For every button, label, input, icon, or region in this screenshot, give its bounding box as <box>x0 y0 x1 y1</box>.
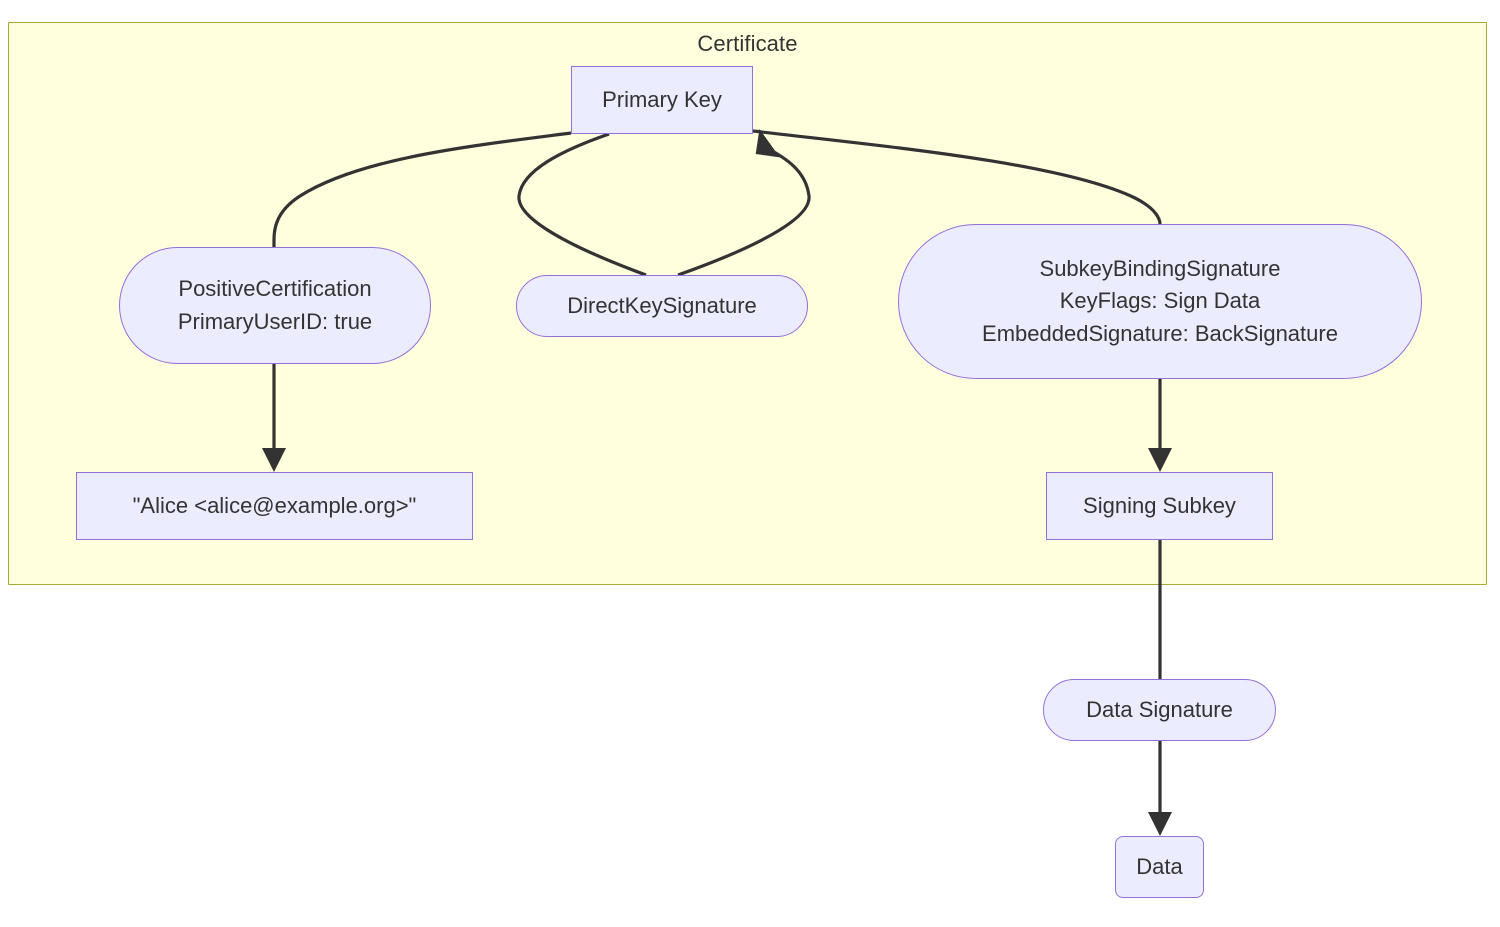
certificate-cluster-title: Certificate <box>697 31 798 56</box>
arrow-head-icon <box>755 128 780 158</box>
signing-subkey-node-label: Signing Subkey <box>1083 492 1236 518</box>
signing-subkey-node[interactable]: Signing Subkey <box>1046 472 1273 540</box>
arrow-head-icon <box>262 448 286 472</box>
edge-data-signature-to-data <box>1148 741 1172 836</box>
edge-primary-key-to-positive-certification <box>272 131 572 248</box>
arrow-head-icon <box>1148 812 1172 836</box>
user-id-node-label: "Alice <alice@example.org>" <box>132 492 417 518</box>
edge-subkey-binding-signature-to-signing-subkey <box>1148 379 1172 472</box>
positive-certification-node-label: PositiveCertification PrimaryUserID: tru… <box>177 275 373 334</box>
edge-primary-key-to-subkey-binding-signature <box>752 129 1162 225</box>
edge-positive-certification-to-user-id <box>262 364 286 472</box>
data-node-label: Data <box>1136 853 1183 879</box>
primary-key-node[interactable]: Primary Key <box>571 66 753 134</box>
data-signature-node-label: Data Signature <box>1086 696 1233 722</box>
data-signature-node[interactable]: Data Signature <box>1043 679 1276 741</box>
direct-key-signature-node-label: DirectKeySignature <box>567 292 757 318</box>
direct-key-signature-node[interactable]: DirectKeySignature <box>516 275 808 337</box>
positive-certification-node[interactable]: PositiveCertification PrimaryUserID: tru… <box>119 247 431 364</box>
arrow-head-icon <box>1148 448 1172 472</box>
subkey-binding-signature-node[interactable]: SubkeyBindingSignature KeyFlags: Sign Da… <box>898 224 1422 379</box>
edge-primary-key-to-direct-key-signature <box>517 132 647 277</box>
data-node[interactable]: Data <box>1115 836 1204 898</box>
edge-direct-key-signature-to-primary-key <box>677 128 811 277</box>
subkey-binding-signature-node-label: SubkeyBindingSignature KeyFlags: Sign Da… <box>982 255 1338 346</box>
user-id-node[interactable]: "Alice <alice@example.org>" <box>76 472 473 540</box>
primary-key-node-label: Primary Key <box>602 86 722 112</box>
